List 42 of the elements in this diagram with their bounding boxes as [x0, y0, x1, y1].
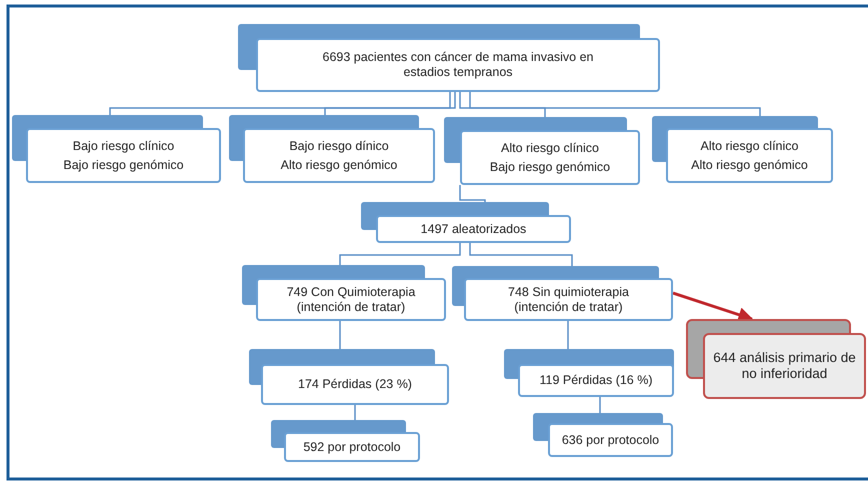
- arrow: [672, 292, 754, 322]
- process-box: [249, 349, 449, 405]
- node-text: 636 por protocolo: [562, 432, 660, 448]
- process-box: [652, 116, 833, 183]
- node-text: Alto riesgo genómico: [691, 158, 808, 172]
- node-text: 174 Pérdidas (23 %): [298, 377, 412, 392]
- connector-line: [469, 243, 573, 266]
- process-box: [242, 265, 446, 321]
- process-box: [533, 413, 673, 457]
- connector-line: [339, 243, 461, 265]
- process-box: [238, 24, 660, 92]
- node-text: 748 Sin quimioterapia (intención de tratar): [507, 284, 630, 314]
- process-box: [271, 420, 420, 462]
- node-text: Bajo riesgo genómico: [63, 158, 184, 172]
- connector-line: [469, 92, 761, 116]
- connector-line: [459, 185, 486, 202]
- process-box: [361, 202, 571, 243]
- connector-line: [109, 92, 451, 115]
- node-text: Alto riesgo genómico: [280, 158, 398, 172]
- process-box: [444, 117, 640, 185]
- node-text: Bajo riesgo dínico: [289, 138, 389, 154]
- process-box: [229, 115, 435, 183]
- process-box: [12, 115, 221, 183]
- node-text: 749 Con Quimioterapia (intención de tratar): [286, 284, 416, 314]
- connector-line: [339, 321, 341, 349]
- node-text: Alto riesgo clínico: [501, 140, 599, 156]
- connector-line: [599, 397, 601, 413]
- connector-line: [567, 321, 569, 349]
- node-text: 592 por protocolo: [303, 440, 401, 454]
- highlighted-box: [686, 319, 866, 399]
- node-text: 644 análisis primario de no inferioridad: [712, 350, 857, 382]
- connector-line: [354, 405, 356, 420]
- node-text: Bajo riesgo genómico: [490, 160, 610, 174]
- node-text: Alto riesgo clínico: [700, 138, 798, 154]
- node-text: 6693 pacientes con cáncer de mama invasivo en estadios tempranos: [322, 50, 594, 80]
- node-text: Bajo riesgo clínico: [72, 138, 174, 154]
- process-box: [504, 349, 674, 397]
- connector-line: [324, 92, 456, 115]
- process-box: [452, 266, 673, 321]
- node-text: 1497 aleatorizados: [420, 222, 526, 236]
- node-text: 119 Pérdidas (16 %): [539, 373, 653, 388]
- connector-line: [459, 92, 546, 117]
